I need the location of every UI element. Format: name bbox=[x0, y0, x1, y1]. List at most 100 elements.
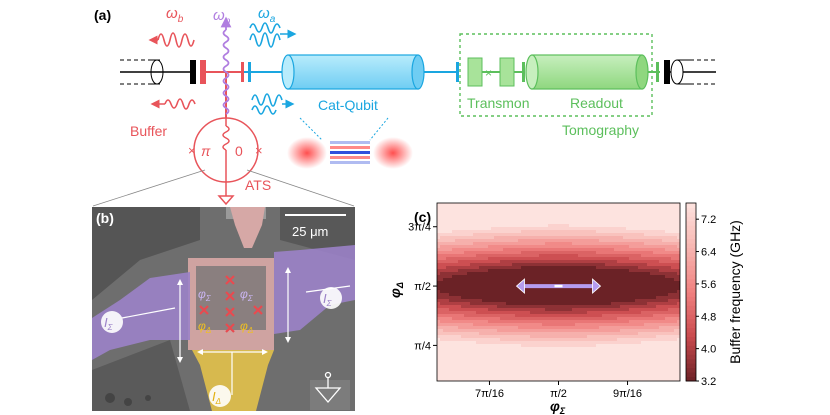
heatmap-cell bbox=[620, 254, 624, 258]
heatmap-cell bbox=[554, 260, 558, 264]
heatmap-cell bbox=[554, 353, 558, 357]
heatmap-cell bbox=[455, 380, 459, 381]
heatmap-cell bbox=[629, 305, 633, 309]
heatmap-cell bbox=[512, 233, 516, 237]
heatmap-cell bbox=[437, 272, 441, 276]
heatmap-cell bbox=[509, 284, 513, 288]
heatmap-cell bbox=[644, 311, 648, 315]
heatmap-cell bbox=[608, 281, 612, 285]
heatmap-cell bbox=[482, 317, 486, 321]
heatmap-cell bbox=[581, 281, 585, 285]
heatmap-cell bbox=[542, 332, 546, 336]
heatmap-cell bbox=[629, 206, 633, 210]
heatmap-cell bbox=[578, 218, 582, 222]
heatmap-cell bbox=[677, 326, 680, 330]
heatmap-cell bbox=[635, 362, 639, 366]
heatmap-cell bbox=[482, 332, 486, 336]
heatmap-cell bbox=[515, 377, 519, 381]
heatmap-cell bbox=[515, 371, 519, 375]
heatmap-cell bbox=[587, 338, 591, 342]
heatmap-cell bbox=[587, 323, 591, 327]
heatmap-cell bbox=[518, 266, 522, 270]
heatmap-cell bbox=[563, 353, 567, 357]
heatmap-cell bbox=[569, 251, 573, 255]
heatmap-cell bbox=[536, 371, 540, 375]
heatmap-cell bbox=[464, 332, 468, 336]
heatmap-cell bbox=[572, 314, 576, 318]
heatmap-cell bbox=[569, 287, 573, 291]
heatmap-cell bbox=[515, 362, 519, 366]
heatmap-cell bbox=[488, 248, 492, 252]
heatmap-cell bbox=[629, 209, 633, 213]
heatmap-cell bbox=[677, 374, 680, 378]
heatmap-cell bbox=[470, 314, 474, 318]
heatmap-cell bbox=[593, 257, 597, 261]
heatmap-cell bbox=[602, 203, 606, 207]
heatmap-cell bbox=[653, 362, 657, 366]
heatmap-cell bbox=[536, 224, 540, 228]
heatmap-cell bbox=[458, 239, 462, 243]
heatmap-cell bbox=[545, 203, 549, 207]
heatmap-cell bbox=[515, 356, 519, 360]
heatmap-cell bbox=[518, 368, 522, 372]
heatmap-cell bbox=[626, 374, 630, 378]
heatmap-cell bbox=[662, 305, 666, 309]
heatmap-cell bbox=[440, 311, 444, 315]
heatmap-cell bbox=[557, 272, 561, 276]
heatmap-cell bbox=[644, 224, 648, 228]
heatmap-cell bbox=[617, 347, 621, 351]
heatmap-cell bbox=[512, 218, 516, 222]
heatmap-cell bbox=[629, 221, 633, 225]
heatmap-cell bbox=[665, 335, 669, 339]
heatmap-cell bbox=[446, 314, 450, 318]
heatmap-cell bbox=[509, 320, 513, 324]
heatmap-cell bbox=[479, 314, 483, 318]
heatmap-cell bbox=[647, 269, 651, 273]
heatmap-cell bbox=[524, 245, 528, 249]
colorbar-segment bbox=[686, 283, 696, 289]
heatmap-cell bbox=[620, 227, 624, 231]
heatmap-cell bbox=[491, 326, 495, 330]
heatmap-cell bbox=[452, 251, 456, 255]
heatmap-cell bbox=[509, 377, 513, 381]
heatmap-cell bbox=[587, 206, 591, 210]
heatmap-cell bbox=[671, 362, 675, 366]
heatmap-cell bbox=[632, 329, 636, 333]
heatmap-cell bbox=[572, 257, 576, 261]
heatmap-cell bbox=[437, 203, 441, 207]
heatmap-cell bbox=[506, 374, 510, 378]
heatmap-cell bbox=[509, 206, 513, 210]
heatmap-cell bbox=[440, 320, 444, 324]
heatmap-cell bbox=[443, 365, 447, 369]
heatmap-cell bbox=[620, 245, 624, 249]
heatmap-cell bbox=[626, 368, 630, 372]
heatmap-cell bbox=[545, 248, 549, 252]
heatmap-cell bbox=[575, 272, 579, 276]
heatmap-cell bbox=[509, 299, 513, 303]
heatmap-cell bbox=[659, 356, 663, 360]
heatmap-cell bbox=[530, 302, 534, 306]
heatmap-cell bbox=[491, 365, 495, 369]
heatmap-cell bbox=[614, 362, 618, 366]
heatmap-cell bbox=[545, 212, 549, 216]
heatmap-cell bbox=[677, 299, 680, 303]
heatmap-cell bbox=[479, 284, 483, 288]
heatmap-cell bbox=[578, 317, 582, 321]
heatmap-cell bbox=[572, 278, 576, 282]
heatmap-cell bbox=[593, 368, 597, 372]
heatmap-cell bbox=[464, 359, 468, 363]
heatmap-cell bbox=[665, 266, 669, 270]
heatmap-cell bbox=[524, 275, 528, 279]
heatmap-cell bbox=[497, 323, 501, 327]
heatmap-cell bbox=[587, 326, 591, 330]
heatmap-cell bbox=[620, 290, 624, 294]
heatmap-cell bbox=[461, 281, 465, 285]
heatmap-cell bbox=[656, 272, 660, 276]
heatmap-cell bbox=[485, 314, 489, 318]
heatmap-cell bbox=[674, 257, 678, 261]
heatmap-cell bbox=[677, 257, 680, 261]
heatmap-cell bbox=[551, 230, 555, 234]
heatmap-cell bbox=[548, 233, 552, 237]
heatmap-cell bbox=[614, 206, 618, 210]
heatmap-cell bbox=[593, 323, 597, 327]
